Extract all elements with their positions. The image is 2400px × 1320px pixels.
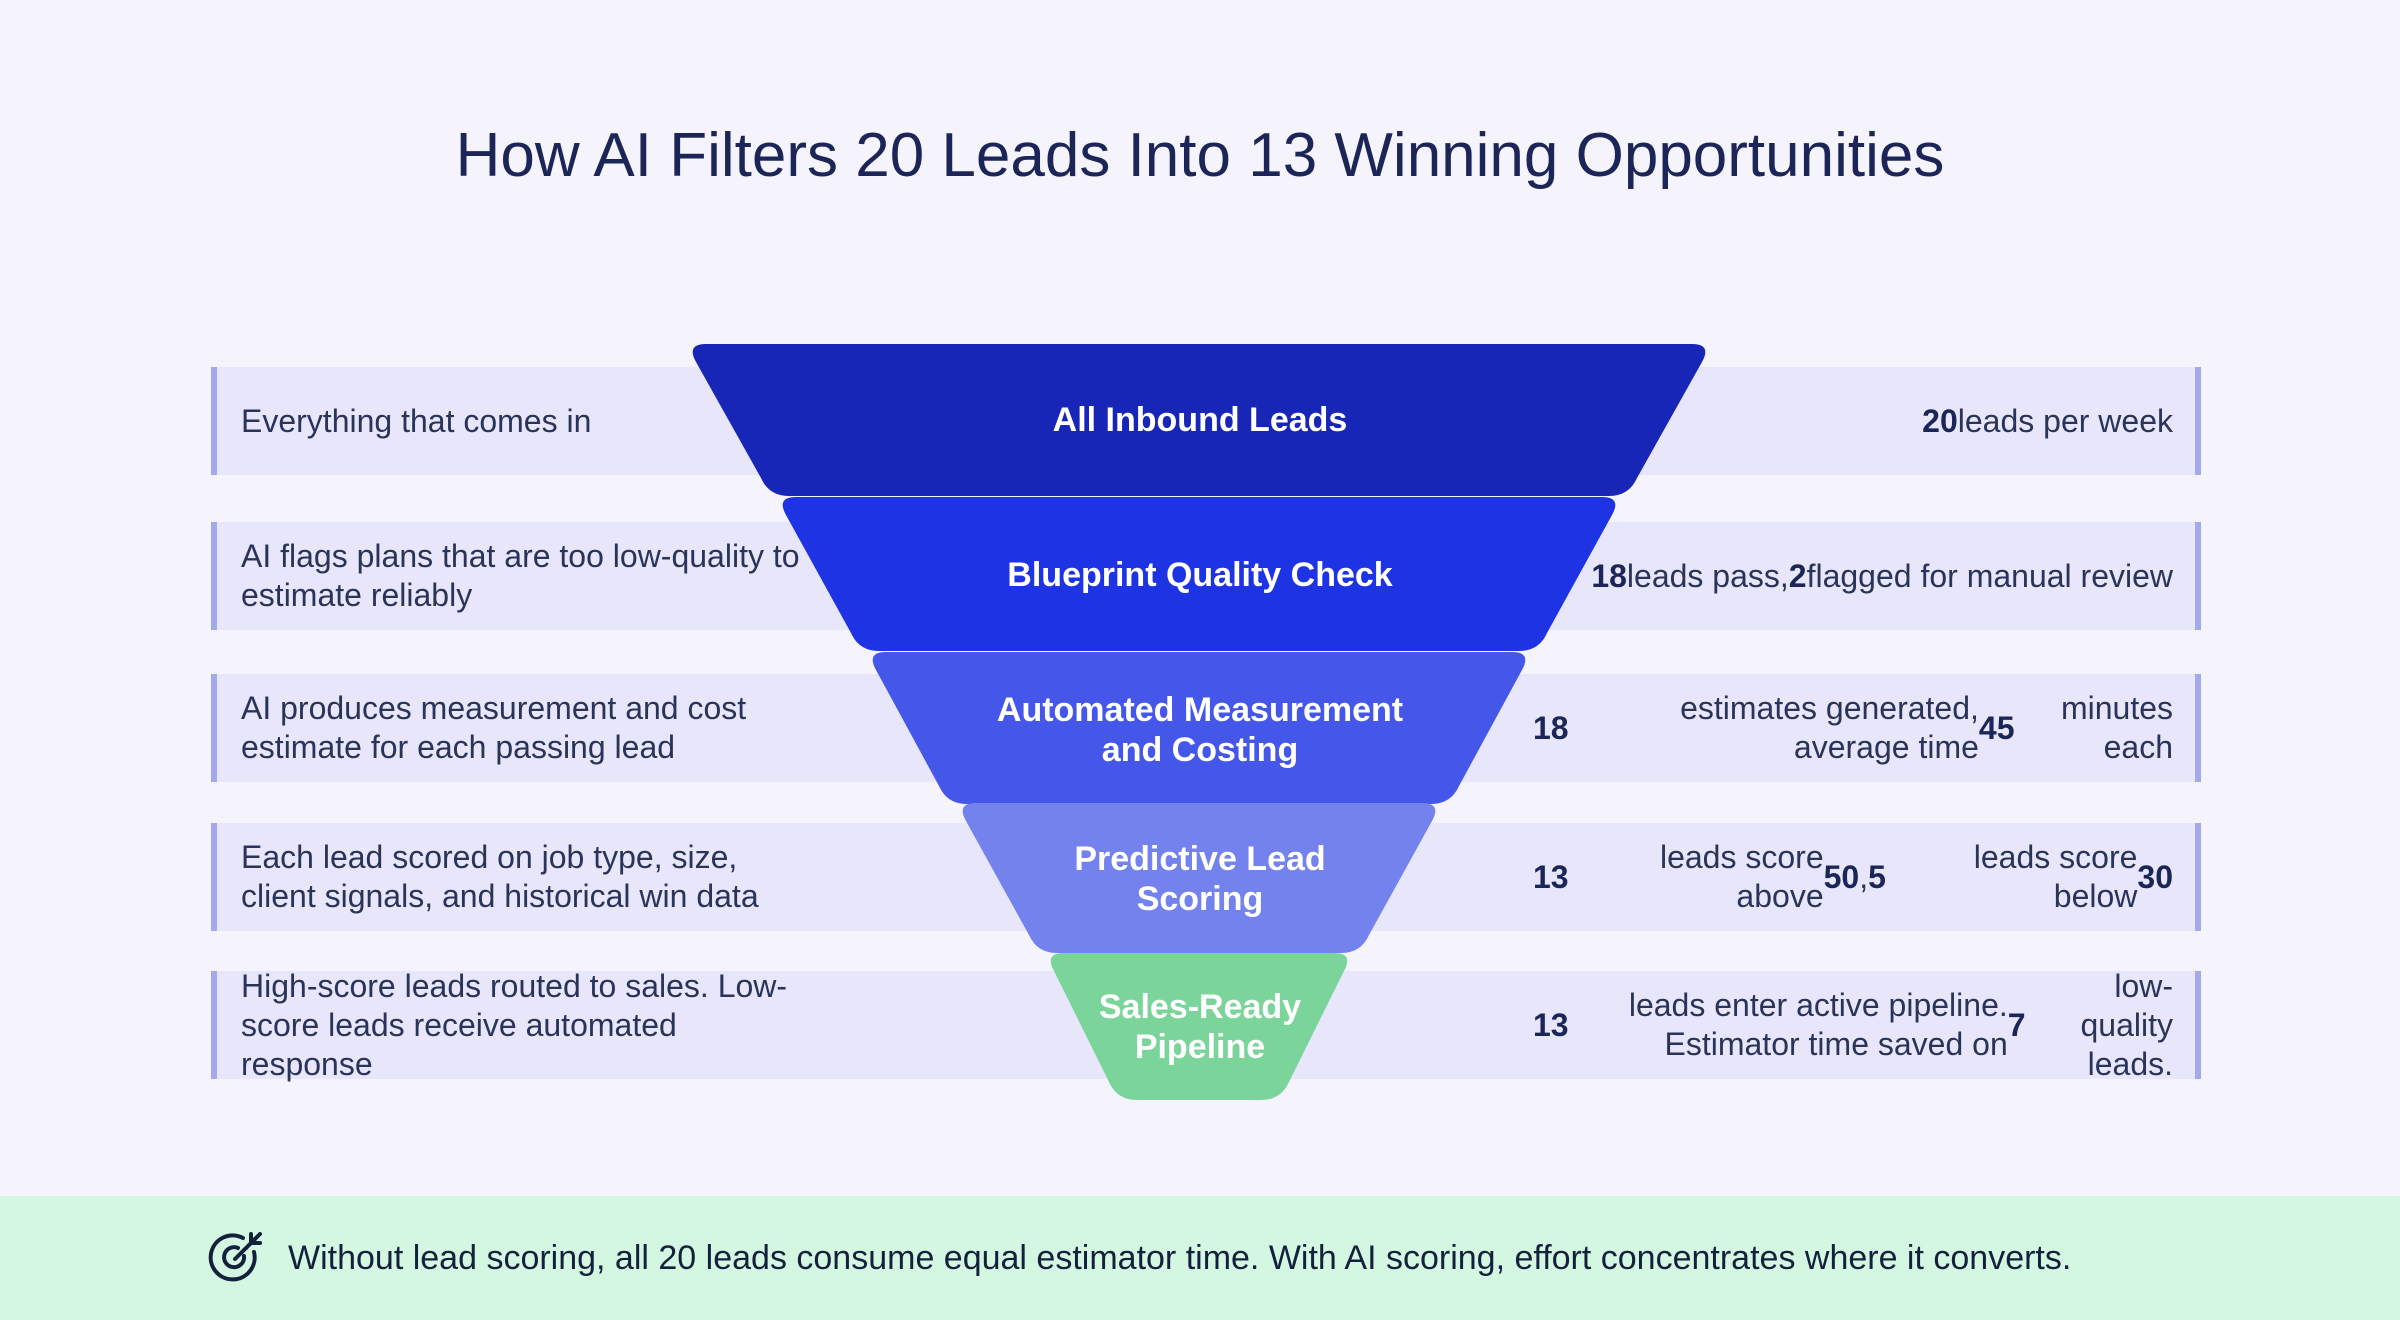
funnel-stage-label: Sales-Ready Pipeline bbox=[1098, 988, 1302, 1066]
stage-description: Everything that comes in bbox=[241, 402, 592, 439]
stage-description: AI flags plans that are too low-quality … bbox=[241, 538, 800, 613]
stage-metric: 18 estimates generated, average time 45 … bbox=[1533, 690, 2173, 765]
banner-text: Without lead scoring, all 20 leads consu… bbox=[288, 1238, 2072, 1277]
stage-description: Each lead scored on job type, size, clie… bbox=[241, 839, 759, 914]
stage-metric: 13 leads score above 50, 5 leads score b… bbox=[1533, 839, 2173, 914]
stage-description: AI produces measurement and cost estimat… bbox=[241, 690, 747, 765]
target-arrow-icon bbox=[208, 1232, 262, 1282]
stage-metric: 20 leads per week bbox=[1922, 402, 2173, 439]
funnel-stage-label: Blueprint Quality Check bbox=[1007, 556, 1393, 594]
bottom-banner: Without lead scoring, all 20 leads consu… bbox=[0, 1196, 2400, 1320]
stage-metric: 18 leads pass, 2 flagged for manual revi… bbox=[1591, 557, 2173, 594]
funnel-stage-label: Automated Measurement and Costing bbox=[996, 691, 1404, 769]
stage-description: High-score leads routed to sales. Low-sc… bbox=[241, 967, 788, 1082]
funnel-stage-label: All Inbound Leads bbox=[1052, 401, 1348, 439]
stage-metric: 13 leads enter active pipeline. Estimato… bbox=[1533, 967, 2173, 1082]
page-title: How AI Filters 20 Leads Into 13 Winning … bbox=[455, 121, 1945, 190]
funnel-stage-label: Predictive Lead Scoring bbox=[1074, 840, 1326, 918]
